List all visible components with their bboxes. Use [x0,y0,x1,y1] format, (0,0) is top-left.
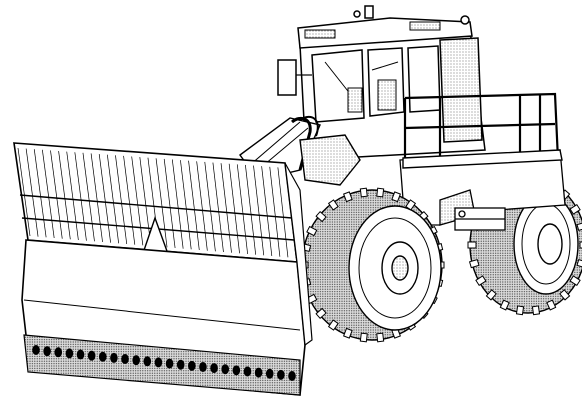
bolt-hole [243,366,252,377]
guard-railing [402,92,563,169]
bolt-hole [199,361,207,372]
bolt-hole [54,347,63,358]
bolt-hole [210,363,218,374]
bolt-hole [32,344,40,355]
beacon-light [364,5,374,19]
side-mirror [277,59,297,96]
front-wheel [299,187,445,343]
bolt-hole [288,370,296,381]
blade-cutting-edge [23,334,301,396]
bolt-hole [188,360,196,371]
bolt-hole [98,351,107,362]
cab-window-right [407,45,441,113]
bolt-hole [65,348,74,359]
bolt-hole [165,358,174,369]
dozer-blade [13,142,313,396]
blade-bolt-holes [32,344,296,381]
bolt-hole [232,365,241,376]
bolt-hole [110,352,118,363]
operator-cab [277,5,486,159]
bolt-hole [43,346,51,357]
bolt-hole [221,364,230,375]
bolt-hole [176,359,185,370]
bolt-hole [277,369,285,380]
bolt-hole [143,356,152,367]
bolt-hole [154,357,163,368]
bolt-hole [121,354,129,365]
bolt-hole [254,367,263,378]
bolt-hole [132,355,140,366]
bolt-hole [265,368,274,379]
bolt-hole [76,349,85,360]
bolt-hole [87,350,96,361]
